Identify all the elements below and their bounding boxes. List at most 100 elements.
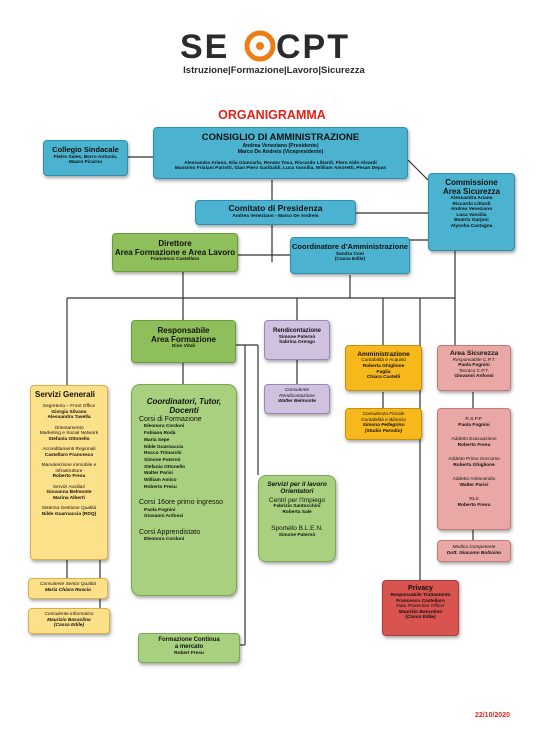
area-sicurezza-title: Area Sicurezza: [449, 350, 499, 357]
corsi-member: Walter Parisi: [144, 471, 173, 477]
amministrazione-l4: Chiara Castelli: [366, 375, 401, 381]
servizi-lavoro-title2: Orientatori: [280, 488, 314, 496]
direttore-title2: Area Formazione e Area Lavoro: [114, 248, 236, 258]
rspp-item: Addetto Antincendio: [452, 477, 496, 483]
coordinatore-title: Coordinatore d'Amministrazione: [292, 242, 408, 251]
coordinatore-box: Coordinatore d'Amministrazione Sandra Co…: [290, 237, 410, 274]
servizi-generali-box: Servizi Generali Segreteria – Front Offi…: [30, 385, 108, 560]
rspp-item: Addetto Evacuazione: [451, 437, 497, 443]
comitato-members: Andrea Veneziano - Marco De Andreis: [232, 213, 319, 219]
amministrazione-box: Amministrazione Contabilità e Acquisti R…: [345, 345, 422, 391]
resp-formazione-name: Dino Vitali: [171, 344, 196, 350]
area-sicurezza-box: Area Sicurezza Responsabile C.P.T. Paola…: [437, 345, 511, 391]
privacy-l4: Maurizio Bassolino: [398, 609, 443, 615]
servizi-generali-title: Servizi Generali: [35, 390, 96, 399]
corsi-member: Stefania Ottonello: [144, 464, 186, 470]
commissione-member: Andrea Veneziano: [450, 207, 493, 213]
collegio-box: Collegio Sindacale Pietro Sales, Borro A…: [43, 140, 128, 176]
blen-member: Simone Paternò: [278, 532, 316, 538]
privacy-l1: Responsabile Trattamento: [390, 593, 451, 599]
servizi-generali-item: Nilde Guarnaccia (RDQ): [41, 511, 97, 517]
consulente-qualita-title: Consulente Senior Qualità: [40, 582, 96, 587]
appr-member: Eleonora Cordoni: [144, 536, 185, 542]
consulente-informatico-name: Maurizio Bassolino: [47, 617, 91, 623]
rspp-spacer: [438, 468, 510, 477]
direttore-name: Francesco Castellaro: [150, 257, 200, 263]
formazione-continua-box: Formazione Continua a mercato Robert Fre…: [138, 633, 240, 663]
corsi-member: Rocco Trimarchi: [144, 451, 182, 457]
corsi-member: Nilde Guarnaccia: [144, 444, 184, 450]
consulente-rend-name: Walter Belmonte: [278, 399, 316, 405]
commissione-member: Luca Vassilia: [456, 212, 487, 218]
corsi-primo-title: Corsi 16ore primo ingresso: [139, 499, 224, 507]
company-logo: SE CPT Istruzione|Formazione|Lavoro|Sicu…: [178, 28, 370, 78]
primo-member: Paola Fognini: [144, 507, 176, 513]
servizi-lavoro-title1: Servizi per il lavoro: [267, 481, 327, 488]
amministrazione-title: Amministrazione: [357, 351, 410, 358]
cda-members2: Massimo Frixiani Pariotti, Gian Piero Ga…: [174, 166, 387, 172]
corsi-member: Roberto Fresu: [144, 484, 177, 490]
commissione-title2: Area Sicurezza: [443, 187, 500, 197]
consulente-informatico-box: Consulente informatico Maurizio Bassolin…: [28, 608, 110, 634]
medico-l2: Dott. Giacomo Bolzoino: [446, 550, 502, 556]
commissione-box: Commissione Area Sicurezza Alessandra Ar…: [428, 173, 515, 251]
rspp-item: R.S.P.P.: [465, 417, 483, 422]
cpi-title: Centri per l'Impiego: [268, 496, 326, 504]
medico-box: Medico Competente Dott. Giacomo Bolzoino: [437, 540, 511, 562]
rspp-item: Paola Fognini: [458, 422, 490, 428]
consulenza-fiscale-box: Consulenza Fiscale Contabilità e Bilanci…: [345, 408, 422, 440]
servizi-generali-item: Roberto Fresu: [52, 474, 86, 480]
corsi-member: Eleonora Cordoni: [144, 424, 185, 430]
resp-formazione-box: Responsabile Area Formazione Dino Vitali: [131, 320, 236, 363]
rspp-box: R.S.P.P. Paola Fognini Addetto Evacuazio…: [437, 408, 511, 530]
area-sicurezza-l4: Giovanni Anfossi: [454, 374, 494, 380]
rspp-item: Roberto Fresu: [457, 442, 491, 448]
servizi-generali-item: Giovanna Belmonte: [46, 490, 92, 496]
consulente-qualita-box: Consulente Senior Qualità Maria Chiara R…: [28, 578, 108, 599]
commissione-member: Beatrix Garjoni: [454, 218, 489, 224]
consulenza-fiscale-l1: Consulenza Fiscale: [362, 412, 405, 417]
privacy-box: Privacy Responsabile Trattamento Frances…: [382, 580, 459, 636]
medico-l1: Medico Competente: [452, 545, 496, 550]
cda-members1: Alessandra Ariano, Elia Giancarlo, Renat…: [184, 160, 377, 166]
commissione-member: Riccardo Littardi: [452, 201, 491, 207]
formazione-continua-title1: Formazione Continua: [158, 637, 220, 643]
cda-line1: Andrea Veneziano (Presidente): [242, 142, 319, 149]
amministrazione-l1: Contabilità e Acquisti: [361, 358, 406, 364]
consulente-qualita-name: Maria Chiara Ruscio: [44, 587, 92, 593]
privacy-l5: (Cassa Edile): [405, 615, 436, 621]
rspp-item: Roberto Fresu: [457, 502, 491, 508]
area-sicurezza-l1: Responsabile C.P.T.: [452, 357, 496, 363]
servizi-generali-item: Stefania Ottonello: [48, 436, 90, 442]
cpi-member: Roberta Sale: [282, 509, 312, 515]
servizi-generali-item: Manutenzione immobile e: [41, 463, 97, 469]
consulenza-fiscale-l2: Contabilità e Bilancio: [361, 417, 406, 423]
collegio-members: Pietro Sales, Borro Antonio, Mauro Picar…: [53, 154, 118, 166]
consulenza-fiscale-l4: (Studio Parodio): [364, 428, 403, 434]
corsi-member: Maria Sepe: [144, 437, 170, 443]
cda-title: CONSIGLIO DI AMMINISTRAZIONE: [201, 132, 360, 143]
privacy-l2: Francesco Castellaro: [396, 598, 445, 604]
direttore-title1: Direttore: [158, 239, 192, 248]
logo-mark-icon: SE CPT: [180, 28, 348, 66]
coordinatore-name: Sandra Com: [335, 251, 365, 257]
servizi-generali-item: Accreditamenti Regionali: [42, 447, 96, 453]
consulente-informatico-title: Consulente informatico: [44, 612, 94, 617]
rendicontazione-title: Rendicontazione: [272, 328, 321, 334]
coordinatore-org: (Cassa Edile): [334, 257, 366, 263]
corsi-member: William Amico: [144, 478, 177, 484]
resp-formazione-title1: Responsabile: [157, 326, 210, 335]
consulente-rend-title1: Consulente: [284, 388, 310, 393]
rspp-item: Walter Parisi: [459, 482, 489, 488]
servizi-generali-item: Castellaro Francesco: [44, 452, 94, 458]
rendicontazione-m1: Simone Paternò: [278, 334, 316, 340]
logo-tagline: Istruzione|Formazione|Lavoro|Sicurezza: [183, 65, 365, 76]
coordinatori-box: Coordinatori, Tutor, Docenti Corsi di Fo…: [131, 384, 237, 596]
commissione-member: Alessandra Ariano: [450, 196, 493, 202]
consulente-rend-box: Consulente Rendicontazione Walter Belmon…: [264, 384, 330, 414]
corsi-apprendistato-title: Corsi Apprendistato: [139, 528, 201, 536]
formazione-continua-name: Robert Fresu: [174, 650, 204, 656]
cda-line2: Marco De Andreis (Vicepresidente): [237, 148, 324, 155]
cda-box: CONSIGLIO DI AMMINISTRAZIONE Andrea Vene…: [153, 127, 408, 179]
